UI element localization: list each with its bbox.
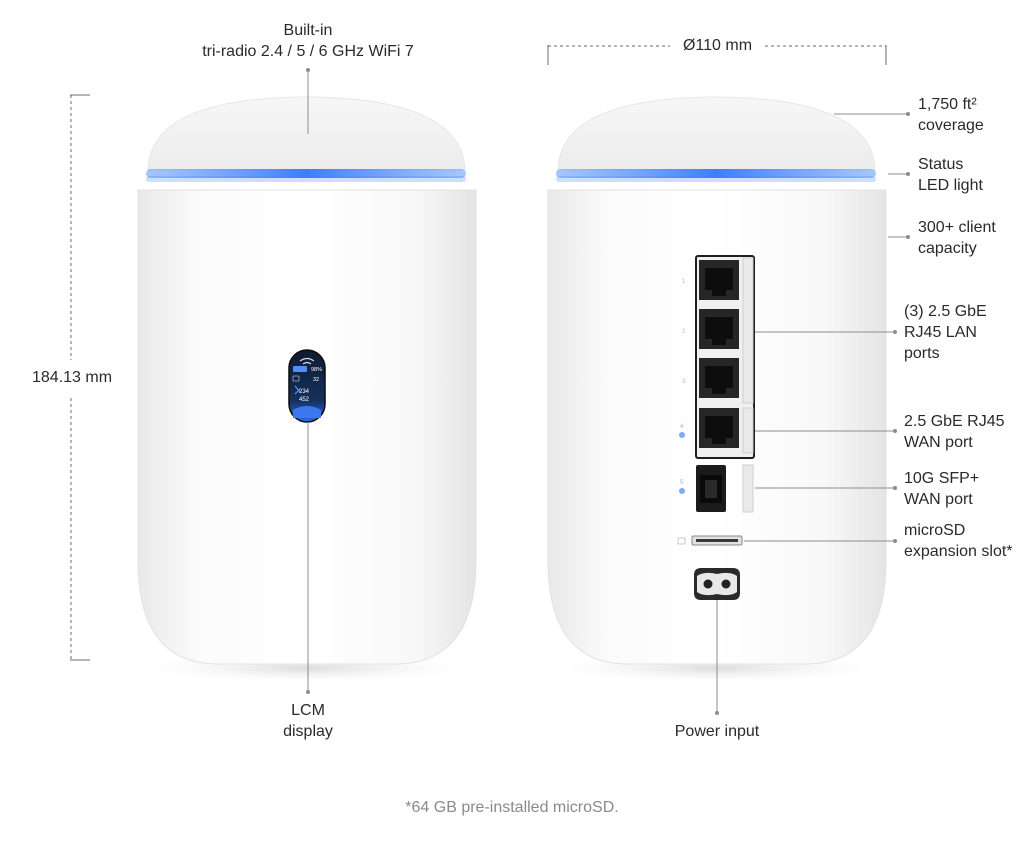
client-capacity-callout: 300+ client capacity — [918, 217, 996, 259]
builtin-line-1: Built-in — [283, 22, 333, 39]
sd-card-icon — [677, 537, 686, 545]
rj45-port-4-wan — [699, 408, 739, 448]
lan-line-1: (3) 2.5 GbE — [904, 303, 987, 320]
lan-line-3: ports — [904, 345, 940, 362]
rj45-port-3 — [699, 358, 739, 398]
port-number-4: 4 — [680, 424, 684, 430]
rear-device-cap — [557, 96, 876, 171]
lcm-line-1: LCM — [291, 702, 325, 719]
builtin-radio-callout: Built-in tri-radio 2.4 / 5 / 6 GHz WiFi … — [150, 20, 466, 62]
wan-sfp-callout: 10G SFP+ WAN port — [904, 468, 979, 510]
microsd-line-1: microSD — [904, 522, 966, 539]
sfp-port — [696, 465, 726, 512]
status-led-callout: Status LED light — [918, 154, 983, 196]
port-number-5: 5 — [680, 480, 684, 486]
rear-status-led — [556, 169, 876, 178]
rj45-port-2 — [699, 309, 739, 349]
port-number-1: 1 — [682, 279, 686, 285]
power-inlet — [694, 568, 740, 600]
lan-line-2: RJ45 LAN — [904, 324, 977, 341]
microsd-line-2: expansion slot* — [904, 543, 1013, 560]
wan-rj45-line-1: 2.5 GbE RJ45 — [904, 413, 1005, 430]
rj45-port-block — [695, 255, 755, 459]
lcm-line-2: display — [283, 723, 333, 740]
wan-led-indicator — [679, 432, 685, 438]
front-device: 98% 32 234 452 — [137, 96, 477, 665]
leader-lines — [306, 68, 910, 715]
wan-sfp-line-1: 10G SFP+ — [904, 470, 980, 487]
rj45-ports — [699, 260, 739, 448]
front-status-led — [146, 169, 466, 178]
power-input-callout: Power input — [674, 723, 760, 740]
coverage-line-1: 1,750 ft² — [918, 96, 977, 113]
lan-ports-callout: (3) 2.5 GbE RJ45 LAN ports — [904, 301, 987, 364]
status-line-1: Status — [918, 156, 964, 173]
diameter-dimension — [547, 45, 887, 65]
coverage-callout: 1,750 ft² coverage — [918, 94, 984, 136]
diameter-label: Ø110 mm — [682, 37, 753, 54]
clients-line-2: capacity — [918, 240, 977, 257]
height-label: 184.13 mm — [32, 369, 113, 386]
clients-line-1: 300+ client — [918, 219, 996, 236]
wifi-icon — [299, 357, 315, 362]
coverage-line-2: coverage — [918, 117, 984, 134]
status-line-2: LED light — [918, 177, 983, 194]
wan-sfp-line-2: WAN port — [904, 491, 973, 508]
lcm-display: 98% 32 234 452 — [288, 349, 326, 423]
height-dimension — [70, 94, 90, 661]
sfp-led-indicator — [679, 488, 685, 494]
rj45-port-1 — [699, 260, 739, 300]
wan-rj45-line-2: WAN port — [904, 434, 973, 451]
wan-rj45-callout: 2.5 GbE RJ45 WAN port — [904, 411, 1005, 453]
rear-device: 1 2 3 4 5 — [547, 96, 887, 665]
port-number-3: 3 — [682, 379, 686, 385]
lcm-down: 234 — [299, 389, 310, 395]
lcm-callout: LCM display — [258, 700, 358, 742]
lcm-up: 452 — [299, 397, 310, 403]
builtin-line-2: tri-radio 2.4 / 5 / 6 GHz WiFi 7 — [202, 43, 414, 60]
footnote: *64 GB pre-installed microSD. — [405, 799, 619, 816]
lcm-percent: 98% — [311, 367, 322, 373]
front-device-cap — [147, 96, 466, 171]
port-number-2: 2 — [682, 329, 686, 335]
microsd-callout: microSD expansion slot* — [904, 520, 1013, 562]
lcm-clients: 32 — [313, 377, 319, 383]
